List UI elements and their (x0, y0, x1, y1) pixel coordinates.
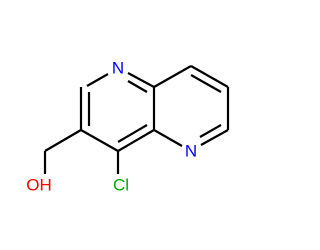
atom-n5-label: N (185, 142, 197, 161)
atom-cl-label: Cl (113, 176, 129, 195)
bond-n1-c2 (86, 73, 109, 87)
bond-c3-c4 (80, 129, 119, 152)
structure-canvas: N N Cl OH (26, 59, 230, 195)
bond-c3-ch2 (44, 129, 82, 152)
bond-c6-n5-inner (199, 124, 222, 138)
atom-oh-label: OH (26, 176, 52, 195)
molecule-diagram: N N Cl OH (26, 59, 230, 195)
bond-c8a-n1-inner (127, 80, 148, 93)
bond-c4-c4a (117, 129, 155, 152)
bond-c6-n5 (200, 129, 229, 146)
bond-n5-c4a (153, 129, 183, 147)
bond-c8a-n1 (127, 72, 155, 88)
bond-c8-c7-inner (190, 74, 222, 93)
bond-c4-c4a-inner (117, 124, 148, 143)
bond-c8-c7 (190, 65, 229, 88)
atom-n1-label: N (112, 59, 124, 78)
bond-c8a-c8 (153, 65, 192, 88)
